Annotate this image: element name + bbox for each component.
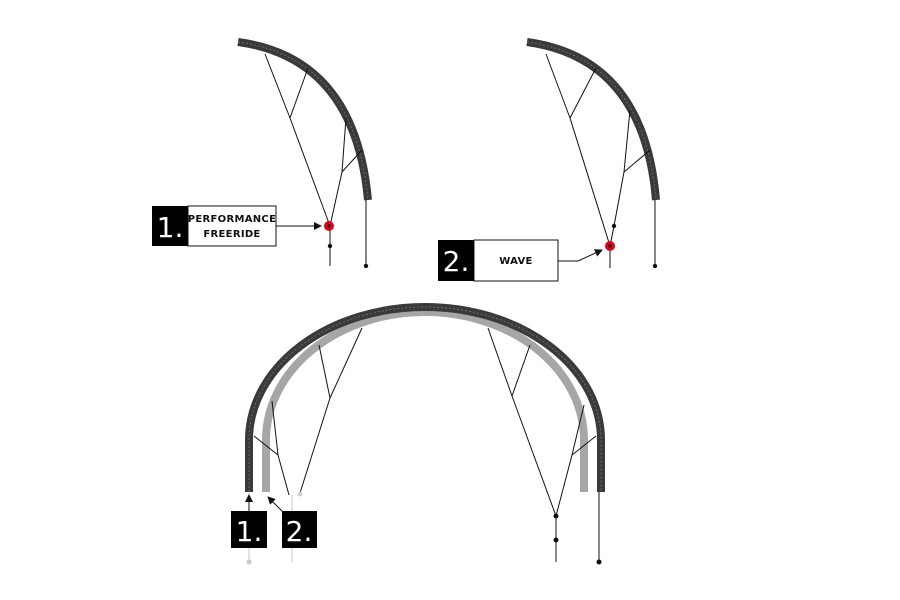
half-kite-performance-freeride <box>237 38 372 269</box>
bridle-lines-right <box>487 327 600 562</box>
bottom-badge-1: 1. <box>231 494 267 548</box>
label-box <box>473 239 559 282</box>
full-kite-comparison <box>245 303 605 565</box>
callout-wave: 2. WAVE <box>438 239 603 282</box>
bridle-lines <box>545 53 656 268</box>
number-badge <box>152 206 188 246</box>
bridle-lines <box>264 53 367 266</box>
label-box <box>187 205 277 247</box>
pointer-arrow <box>558 249 603 262</box>
leading-edge-tube-freeride <box>245 303 605 492</box>
bridle-lines-left <box>253 327 363 496</box>
half-kite-wave <box>526 38 660 269</box>
bottom-badge-2: 2. <box>267 496 317 548</box>
label-line-2: FREERIDE <box>203 229 260 240</box>
pointer-arrow <box>267 496 284 513</box>
number-badge <box>438 240 474 281</box>
label-text: WAVE <box>499 256 532 267</box>
label-line-1: PERFORMANCE <box>188 214 276 225</box>
badge-number: 2. <box>443 245 470 278</box>
callout-performance-freeride: 1. PERFORMANCE FREERIDE <box>152 205 322 247</box>
leading-edge-tube-wave <box>262 308 588 492</box>
badge-number: 2. <box>286 515 313 548</box>
badge-number: 1. <box>157 211 184 244</box>
badge-number: 1. <box>236 515 263 548</box>
